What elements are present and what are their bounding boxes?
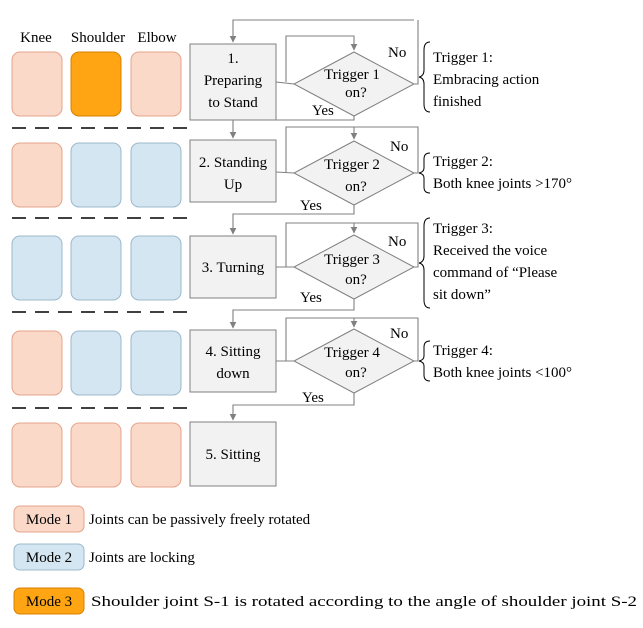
legend-mode-1-label: Mode 1 bbox=[26, 512, 72, 528]
decision-3-yes-connector bbox=[229, 299, 355, 329]
decision-3-no-loop bbox=[285, 222, 358, 267]
trigger-4-line2: Both knee joints <100° bbox=[433, 365, 572, 381]
decision-3-no-branch bbox=[354, 222, 419, 268]
decision-1-label-line2: on? bbox=[345, 85, 367, 101]
trigger-1-line3: finished bbox=[433, 94, 482, 110]
step-5-label: 5. Sitting bbox=[205, 447, 261, 463]
column-header-shoulder: Shoulder bbox=[71, 30, 125, 46]
step-1-label-line2: Preparing bbox=[204, 73, 263, 89]
step-5-box bbox=[189, 421, 277, 487]
step-1-label-line1: 1. bbox=[227, 51, 238, 67]
decision-1-label-line1: Trigger 1 bbox=[324, 67, 380, 83]
trigger-2-brace bbox=[418, 152, 431, 194]
joint-box-row3-shoulder bbox=[70, 235, 122, 301]
legend-mode-3-swatch bbox=[13, 587, 85, 615]
joint-mode-grid bbox=[11, 51, 182, 488]
row-separators bbox=[12, 127, 188, 409]
decision-2-no-loop bbox=[285, 126, 358, 172]
step-4-label-line2: down bbox=[216, 366, 250, 382]
joint-box-row5-knee bbox=[11, 422, 63, 488]
decision-2-yes-connector bbox=[229, 205, 355, 235]
connectors bbox=[229, 19, 419, 421]
joint-box-row2-shoulder bbox=[70, 142, 122, 208]
decision-3-label-line2: on? bbox=[345, 272, 367, 288]
decision-4-label-line2: on? bbox=[345, 365, 367, 381]
step-3-label: 3. Turning bbox=[202, 260, 265, 276]
entry-connector bbox=[229, 19, 414, 43]
joint-box-row2-knee bbox=[11, 142, 63, 208]
step-2-to-decision-2 bbox=[275, 171, 295, 174]
decision-diamonds bbox=[292, 51, 416, 394]
decision-2-label-line2: on? bbox=[345, 179, 367, 195]
trigger-3-line2: Received the voice bbox=[433, 243, 547, 259]
trigger-4-brace bbox=[418, 340, 431, 382]
decision-4-no-label: No bbox=[390, 326, 408, 342]
joint-box-row3-knee bbox=[11, 235, 63, 301]
column-header-knee: Knee bbox=[20, 30, 52, 46]
decision-2-no-label: No bbox=[390, 139, 408, 155]
legend-mode-1-text: Joints can be passively freely rotated bbox=[89, 512, 311, 528]
joint-box-row2-elbow bbox=[130, 142, 182, 208]
legend: Mode 1 Joints can be passively freely ro… bbox=[13, 505, 637, 615]
decision-2-yes-label: Yes bbox=[300, 198, 322, 214]
trigger-3-brace bbox=[418, 217, 431, 309]
step-2-label-line2: Up bbox=[224, 177, 242, 193]
trigger-3-line3: command of “Please bbox=[433, 265, 557, 281]
joint-box-row1-elbow bbox=[130, 51, 182, 117]
joint-box-row4-knee bbox=[11, 330, 63, 396]
column-header-elbow: Elbow bbox=[137, 30, 176, 46]
trigger-2-line2: Both knee joints >170° bbox=[433, 176, 572, 192]
step-1-label-line3: to Stand bbox=[208, 95, 258, 111]
joint-box-row4-elbow bbox=[130, 330, 182, 396]
trigger-1-line2: Embracing action bbox=[433, 72, 540, 88]
decision-1-no-branch bbox=[414, 20, 419, 85]
trigger-1-title: Trigger 1: bbox=[433, 50, 493, 66]
trigger-4-title: Trigger 4: bbox=[433, 343, 493, 359]
trigger-1-brace bbox=[418, 41, 431, 113]
decision-1-no-label: No bbox=[388, 45, 406, 61]
decision-4-no-branch bbox=[354, 317, 419, 362]
step-2-box bbox=[189, 139, 277, 203]
decision-2-no-branch bbox=[354, 126, 419, 174]
legend-mode-2-swatch bbox=[13, 543, 85, 571]
legend-mode-1-swatch bbox=[13, 505, 85, 533]
decision-4-no-loop bbox=[285, 317, 358, 361]
legend-mode-2-label: Mode 2 bbox=[26, 550, 72, 566]
step-3-box bbox=[189, 235, 277, 299]
step-1-to-decision-1 bbox=[275, 81, 295, 85]
decision-3-label-line1: Trigger 3 bbox=[324, 252, 380, 268]
joint-box-row1-knee bbox=[11, 51, 63, 117]
decision-4-yes-connector bbox=[229, 393, 355, 421]
decision-3-no-label: No bbox=[388, 234, 406, 250]
legend-mode-3-label: Mode 3 bbox=[26, 594, 72, 610]
joint-box-row3-elbow bbox=[130, 235, 182, 301]
joint-box-row5-elbow bbox=[130, 422, 182, 488]
joint-box-row1-shoulder bbox=[70, 51, 122, 117]
process-boxes bbox=[189, 43, 277, 487]
decision-3-yes-label: Yes bbox=[300, 290, 322, 306]
joint-box-row4-shoulder bbox=[70, 330, 122, 396]
decision-1-yes-connector bbox=[229, 116, 355, 139]
trigger-3-line4: sit down” bbox=[433, 287, 491, 303]
trigger-2-title: Trigger 2: bbox=[433, 154, 493, 170]
decision-4-label-line1: Trigger 4 bbox=[324, 345, 380, 361]
legend-mode-3-text: Shoulder joint S-1 is rotated according … bbox=[91, 594, 637, 610]
joint-box-row5-shoulder bbox=[70, 422, 122, 488]
step-4-box bbox=[189, 329, 277, 393]
decision-2-label-line1: Trigger 2 bbox=[324, 157, 380, 173]
legend-mode-2-text: Joints are locking bbox=[89, 550, 195, 566]
step-2-label-line1: 2. Standing bbox=[199, 155, 268, 171]
decision-1-yes-label: Yes bbox=[312, 103, 334, 119]
trigger-3-title: Trigger 3: bbox=[433, 221, 493, 237]
trigger-braces bbox=[418, 41, 431, 382]
step-4-label-line1: 4. Sitting bbox=[205, 344, 261, 360]
decision-4-yes-label: Yes bbox=[302, 390, 324, 406]
step-1-box bbox=[189, 43, 277, 121]
decision-1-no-loop bbox=[285, 35, 358, 82]
